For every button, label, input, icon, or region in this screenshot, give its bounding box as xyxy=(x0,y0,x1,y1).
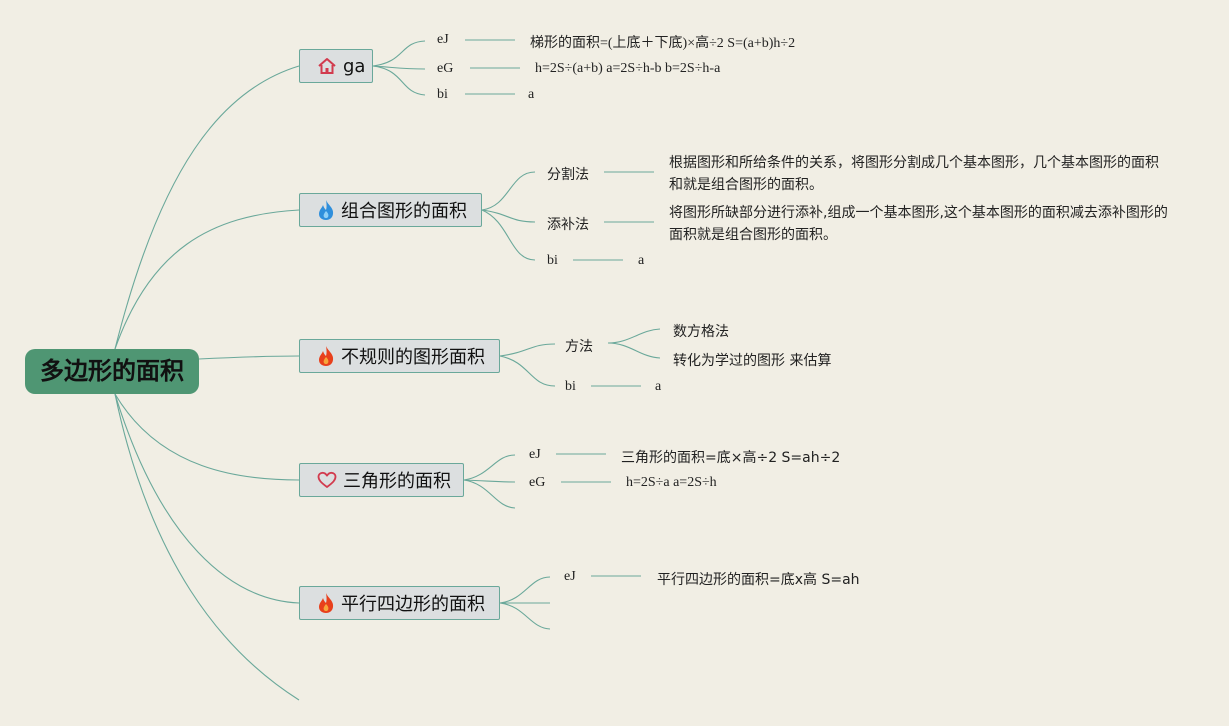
topic-label: 组合图形的面积 xyxy=(341,201,467,222)
topic-node-parallelogram-area[interactable]: 平行四边形的面积 xyxy=(299,586,500,620)
item-key: eJ xyxy=(529,447,541,462)
item-value: 三角形的面积=底×高÷2 S=ah÷2 xyxy=(621,450,841,466)
topic-node-triangle-area[interactable]: 三角形的面积 xyxy=(299,463,464,497)
sub-item: 数方格法 xyxy=(673,324,729,340)
heart-icon xyxy=(317,471,337,488)
item-value: h=2S÷a a=2S÷h xyxy=(626,475,717,490)
item-value: 根据图形和所给条件的关系，将图形分割成几个基本图形，几个基本图形的面积和就是组合… xyxy=(669,155,1159,193)
blue-flame-icon xyxy=(319,200,334,220)
item-value: a xyxy=(638,253,645,268)
sub-item: 转化为学过的图形 来估算 xyxy=(673,353,832,369)
topic-label: 平行四边形的面积 xyxy=(341,594,485,615)
item-key: bi xyxy=(547,253,558,268)
item-value: 梯形的面积=(上底＋下底)×高÷2 S=(a+b)h÷2 xyxy=(530,36,796,51)
item-key: eG xyxy=(437,61,454,76)
item-key: eJ xyxy=(437,32,449,47)
red-flame-icon xyxy=(319,593,334,613)
item-key: 方法 xyxy=(565,339,593,355)
topic-node-composite-area[interactable]: 组合图形的面积 xyxy=(299,193,482,227)
item-value: 将图形所缺部分进行添补,组成一个基本图形,这个基本图形的面积减去添补图形的面积就… xyxy=(669,205,1168,243)
item-value: 平行四边形的面积=底x高 S=ah xyxy=(657,572,860,588)
item-key: bi xyxy=(565,379,576,394)
item-value: a xyxy=(655,379,662,394)
topic-node-irregular-area[interactable]: 不规则的图形面积 xyxy=(299,339,500,373)
topic-label: ga xyxy=(343,55,366,77)
item-key: 分割法 xyxy=(547,167,589,183)
item-value: a xyxy=(528,87,535,102)
item-value: h=2S÷(a+b) a=2S÷h-b b=2S÷h-a xyxy=(535,61,721,76)
house-icon xyxy=(318,58,336,74)
item-key: bi xyxy=(437,87,448,102)
red-flame-icon xyxy=(319,346,334,366)
topic-node-ga[interactable]: ga xyxy=(299,49,373,83)
item-key: 添补法 xyxy=(547,217,589,233)
topic-label: 三角形的面积 xyxy=(343,471,451,492)
item-key: eJ xyxy=(564,569,576,584)
item-key: eG xyxy=(529,475,546,490)
root-node[interactable]: 多边形的面积 xyxy=(25,349,199,394)
topic-label: 不规则的图形面积 xyxy=(341,347,485,368)
